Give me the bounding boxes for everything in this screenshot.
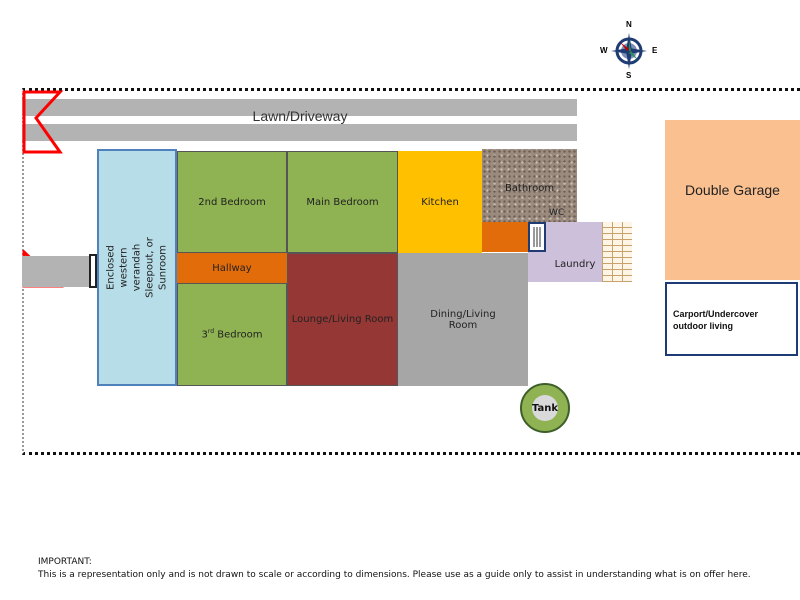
bedroom-2-label: 2nd Bedroom <box>198 196 266 208</box>
compass: N S W E <box>598 20 660 82</box>
dining-label: Dining/Living Room <box>430 308 496 331</box>
compass-w: W <box>600 46 608 55</box>
bathroom-room: Bathroom <box>482 149 577 222</box>
kitchen-room: Kitchen <box>398 151 482 253</box>
hallway-label: Hallway <box>212 262 252 274</box>
bedroom-2-room: 2nd Bedroom <box>177 151 287 253</box>
lounge-label: Lounge/Living Room <box>291 314 394 325</box>
bedroom-3-room: 3rd Bedroom <box>177 283 287 386</box>
footer-heading: IMPORTANT: <box>38 557 92 567</box>
compass-rose-icon <box>611 33 647 69</box>
main-bedroom-label: Main Bedroom <box>306 196 379 208</box>
side-entry-step <box>89 254 97 288</box>
double-garage: Double Garage <box>665 120 800 280</box>
compass-n: N <box>626 20 632 29</box>
driveway-strip-bottom <box>22 124 577 141</box>
carport: Carport/Undercover outdoor living <box>665 282 798 356</box>
compass-s: S <box>626 71 632 80</box>
kitchen-label: Kitchen <box>421 196 459 208</box>
compass-e: E <box>652 46 658 55</box>
carport-label: Carport/Undercover outdoor living <box>673 309 759 331</box>
main-bedroom-room: Main Bedroom <box>287 151 398 253</box>
entry-arrow-top-icon <box>22 90 64 154</box>
lounge-room: Lounge/Living Room <box>287 253 398 386</box>
brick-wall <box>602 222 632 282</box>
tank-label: Tank <box>531 402 559 414</box>
dining-room: Dining/Living Room <box>398 253 528 386</box>
wc-toilet-icon <box>533 227 541 247</box>
tank-inner <box>532 395 558 421</box>
bedroom-3-label: 3rd Bedroom <box>201 328 263 341</box>
verandah-room <box>97 149 177 386</box>
water-tank: Tank <box>520 383 570 433</box>
bathroom-corridor <box>482 222 528 252</box>
footer-note: This is a representation only and is not… <box>38 570 751 580</box>
driveway-strip-top <box>22 99 577 116</box>
hallway-room: Hallway <box>177 253 287 283</box>
double-garage-label: Double Garage <box>685 182 780 198</box>
verandah-label: Enclosed western verandah Sleepout, or S… <box>105 237 169 298</box>
bathroom-label: Bathroom <box>504 183 555 194</box>
side-path <box>22 256 92 287</box>
wc-label: WC <box>549 208 565 218</box>
laundry-label: Laundry <box>554 258 596 270</box>
lawn-driveway-label: Lawn/Driveway <box>252 108 348 124</box>
